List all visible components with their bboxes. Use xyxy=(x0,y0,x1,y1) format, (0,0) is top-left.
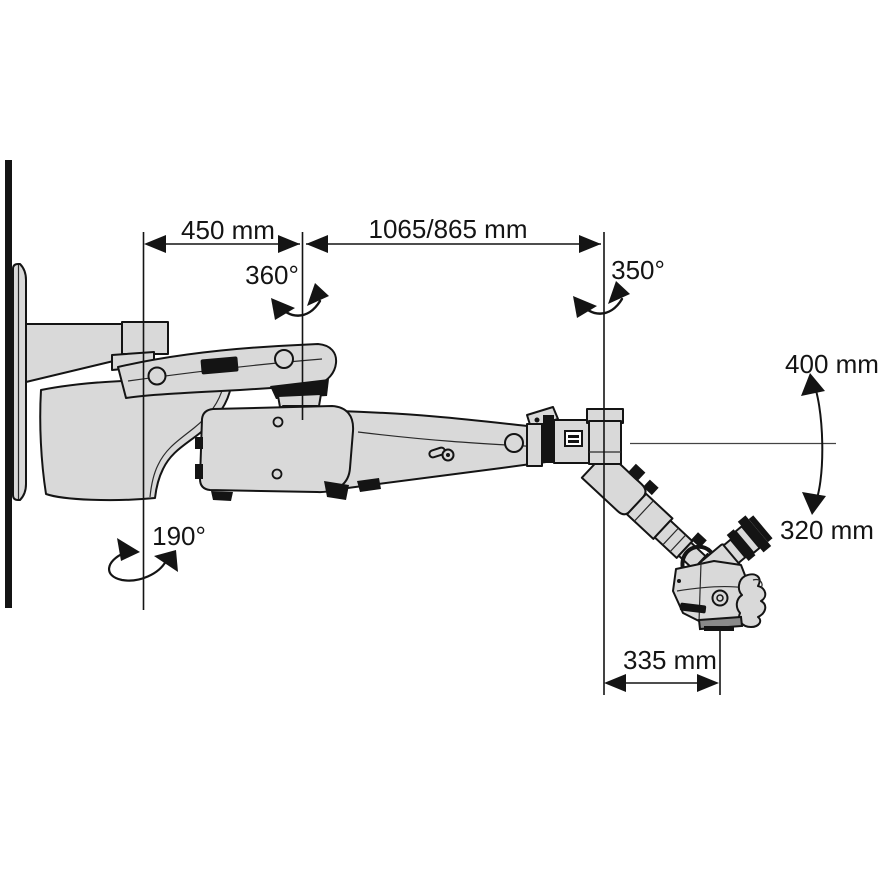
rotation-arrow-360 xyxy=(271,283,329,320)
arm-coupling xyxy=(526,406,591,467)
angle-label-350deg: 350° xyxy=(611,255,665,285)
dimension-label-450mm: 450 mm xyxy=(181,215,275,245)
angle-label-190deg: 190° xyxy=(152,521,206,551)
wall xyxy=(5,160,27,608)
dimension-lines xyxy=(142,232,836,695)
side-grips xyxy=(735,573,767,628)
microscope-head xyxy=(672,515,773,631)
dimension-label-1065-865mm: 1065/865 mm xyxy=(368,214,528,244)
angled-arm xyxy=(580,450,719,583)
release-lever xyxy=(428,446,455,462)
main-arm xyxy=(195,405,547,501)
dimension-label-400mm: 400 mm xyxy=(785,349,879,379)
grip-pad xyxy=(200,356,239,375)
dimension-label-320mm: 320 mm xyxy=(780,515,874,545)
angle-label-360deg: 360° xyxy=(245,260,299,290)
focus-knob xyxy=(711,589,729,607)
rotation-arrow-190 xyxy=(108,538,178,582)
elbow-joint xyxy=(586,408,624,465)
dimension-label-335mm: 335 mm xyxy=(623,645,717,675)
rotation-arrow-350 xyxy=(573,281,630,318)
vertical-range-arrow xyxy=(801,373,826,515)
